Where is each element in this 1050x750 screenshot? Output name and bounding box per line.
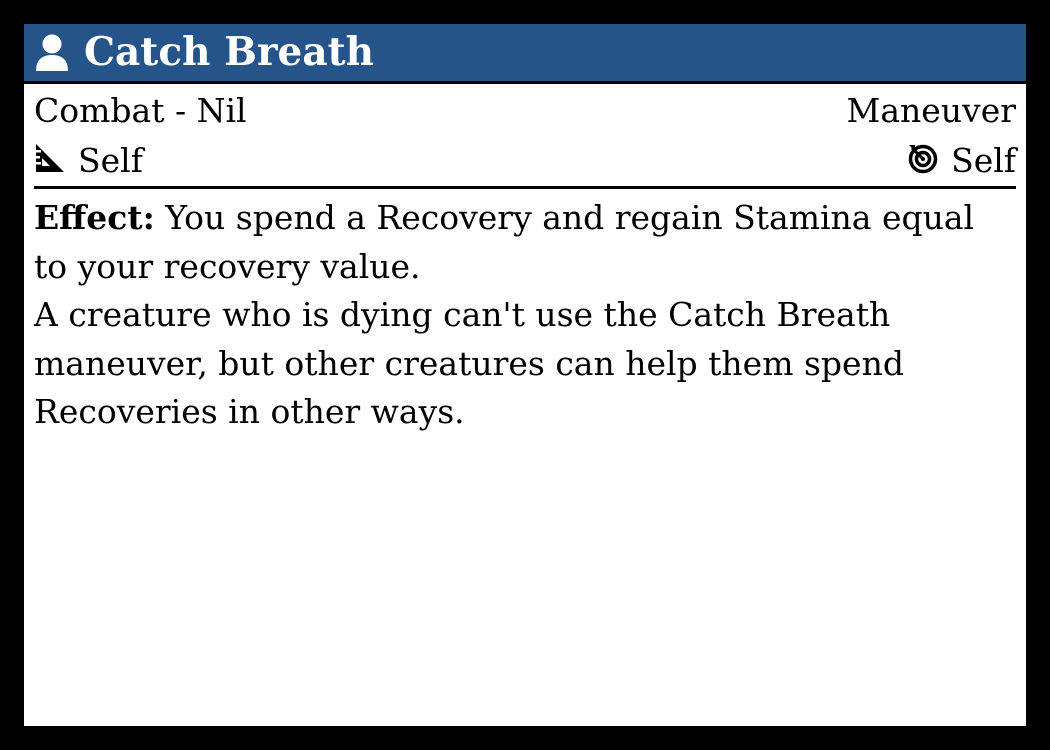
keywords-row: Combat - Nil Maneuver	[34, 94, 1016, 127]
card-body: Effect: You spend a Recovery and regain …	[34, 194, 1016, 437]
person-icon	[35, 33, 71, 73]
range-row: Self Self	[34, 142, 1016, 179]
action-type-label: Maneuver	[846, 91, 1016, 130]
card-title: Catch Breath	[84, 29, 374, 75]
effect-paragraph: Effect: You spend a Recovery and regain …	[34, 194, 1016, 291]
keywords-label: Combat - Nil	[34, 91, 247, 130]
note-paragraph: A creature who is dying can't use the Ca…	[34, 295, 904, 431]
divider	[34, 186, 1016, 189]
target-item: Self	[907, 142, 1016, 179]
distance-item: Self	[34, 142, 143, 179]
ruler-triangle-icon	[34, 142, 78, 179]
card-header: Catch Breath	[24, 24, 1026, 84]
effect-text: You spend a Recovery and regain Stamina …	[34, 198, 975, 286]
effect-label: Effect:	[34, 198, 155, 237]
distance-label: Self	[78, 141, 143, 180]
target-label: Self	[951, 141, 1016, 180]
ability-card: Catch Breath Combat - Nil Maneuver Self	[20, 20, 1030, 730]
target-icon	[907, 142, 951, 179]
